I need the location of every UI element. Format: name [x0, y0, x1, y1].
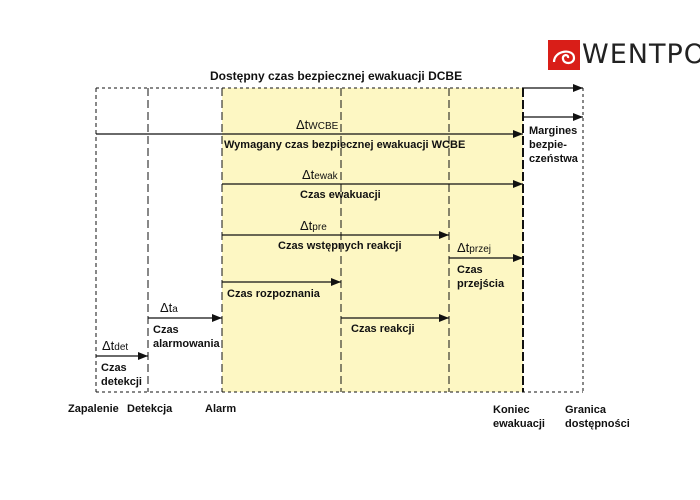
przej-label: Czas przejścia [457, 264, 505, 290]
wcbe-delta-label: ΔtWCBE [296, 117, 339, 132]
alarmowanie-label: Czas alarmowania [153, 324, 220, 350]
ewak-label: Czas ewakuacji [300, 189, 381, 201]
reakcji-label: Czas reakcji [351, 323, 415, 335]
pre-delta-label: Δtpre [300, 218, 327, 233]
wentpo-logo: WENTPO [548, 40, 700, 70]
przej-delta-label: Δtprzej [457, 240, 491, 255]
det-delta-label: Δtdet [102, 338, 129, 353]
wcbe-label: Wymagany czas bezpiecznej ewakuacji WCBE [224, 139, 466, 151]
axis-koniec: Koniec ewakuacji [493, 404, 545, 430]
pre-label: Czas wstępnych reakcji [278, 240, 402, 252]
axis-detekcja: Detekcja [127, 403, 173, 415]
evacuation-highlight [222, 88, 523, 392]
axis-granica: Granica dostępności [565, 404, 630, 430]
margin-label: Margines bezpie- czeństwa [529, 125, 578, 165]
dcbe-label: Dostępny czas bezpiecznej ewakuacji DCBE [210, 69, 463, 83]
alarmowanie-delta-label: Δta [160, 300, 178, 315]
wentpo-logo-text: WENTPO [582, 39, 700, 70]
det-label: Czas detekcji [101, 362, 142, 388]
axis-alarm: Alarm [205, 403, 237, 415]
axis-zapalenie: Zapalenie [68, 403, 119, 415]
ewak-delta-label: Δtewak [302, 167, 338, 182]
rozpoznanie-label: Czas rozpoznania [227, 288, 320, 300]
wentpo-logo-icon [548, 40, 580, 70]
